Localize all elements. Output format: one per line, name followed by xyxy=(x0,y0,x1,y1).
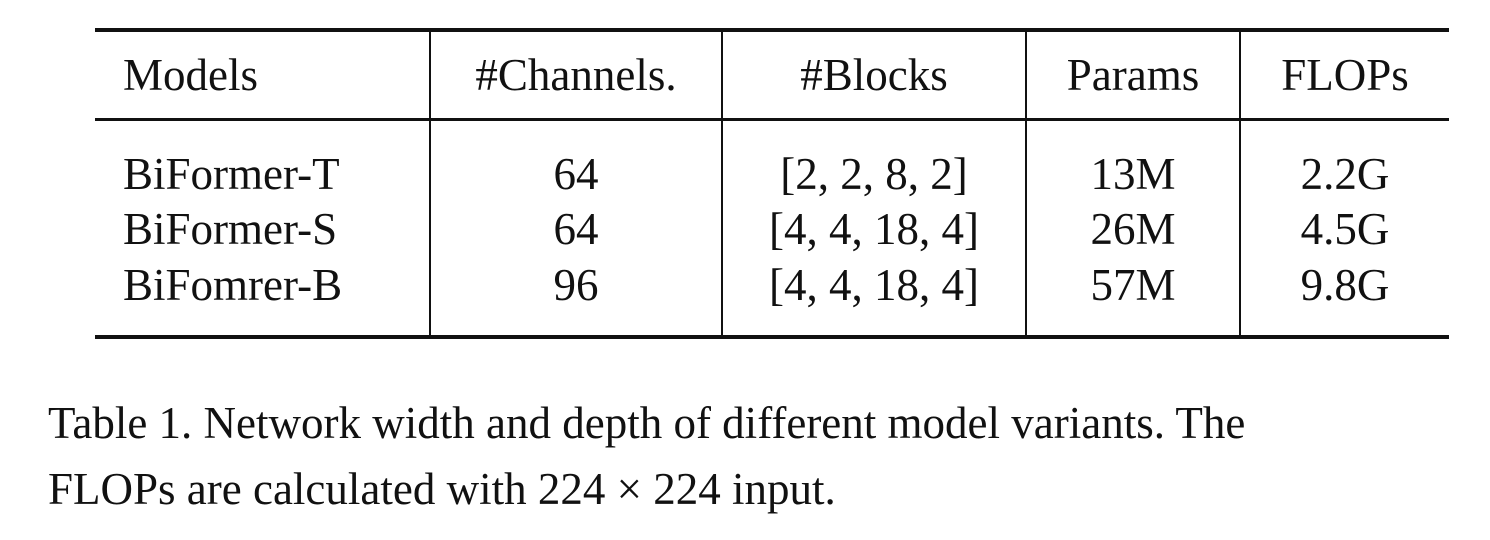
caption-line-2: FLOPs are calculated with 224 × 224 inpu… xyxy=(48,464,836,514)
table-row: BiFormer-S 64 [4, 4, 18, 4] 26M 4.5G xyxy=(95,199,1449,259)
cell-params: 13M xyxy=(1026,119,1241,199)
header-channels: #Channels. xyxy=(430,30,723,120)
cell-channels: 64 xyxy=(430,119,723,199)
table-row: BiFormer-T 64 [2, 2, 8, 2] 13M 2.2G xyxy=(95,119,1449,199)
cell-model: BiFormer-S xyxy=(95,199,431,259)
table-row: BiFomrer-B 96 [4, 4, 18, 4] 57M 9.8G xyxy=(95,259,1449,337)
cell-params: 26M xyxy=(1026,199,1241,259)
caption-line-1: Table 1. Network width and depth of diff… xyxy=(48,398,1246,448)
model-variants-table-container: Models #Channels. #Blocks Params FLOPs B… xyxy=(95,28,1449,339)
cell-flops: 4.5G xyxy=(1300,203,1390,254)
header-row: Models #Channels. #Blocks Params FLOPs xyxy=(95,30,1449,120)
header-flops: FLOPs xyxy=(1281,49,1409,100)
cell-blocks: [2, 2, 8, 2] xyxy=(722,119,1027,199)
model-variants-table: Models #Channels. #Blocks Params FLOPs B… xyxy=(95,28,1449,339)
cell-flops: 9.8G xyxy=(1300,260,1390,310)
cell-model: BiFomrer-B xyxy=(95,259,431,337)
table-body: BiFormer-T 64 [2, 2, 8, 2] 13M 2.2G BiFo… xyxy=(95,119,1449,337)
cell-params: 57M xyxy=(1026,259,1241,337)
table-header: Models #Channels. #Blocks Params FLOPs xyxy=(95,30,1449,120)
cell-flops: 2.2G xyxy=(1300,149,1390,199)
header-params: Params xyxy=(1026,30,1241,120)
table-caption: Table 1. Network width and depth of diff… xyxy=(48,390,1468,522)
cell-model: BiFormer-T xyxy=(95,119,431,199)
cell-blocks: [4, 4, 18, 4] xyxy=(722,259,1027,337)
header-blocks: #Blocks xyxy=(722,30,1027,120)
header-models: Models xyxy=(95,30,431,120)
cell-blocks: [4, 4, 18, 4] xyxy=(722,199,1027,259)
cell-channels: 96 xyxy=(430,259,723,337)
cell-channels: 64 xyxy=(430,199,723,259)
